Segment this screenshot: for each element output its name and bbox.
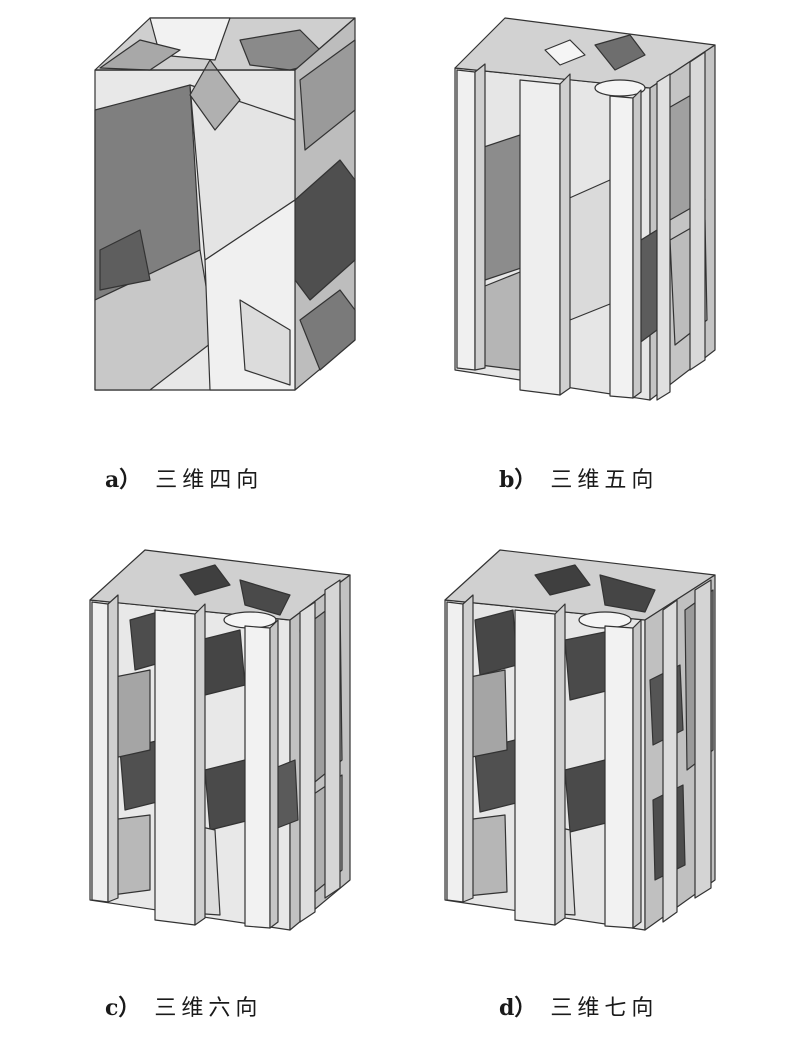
panel-d-label: 三维七向 [550, 996, 659, 1021]
panel-b-label: 三维五向 [550, 468, 659, 493]
panel-c: c） 三维六向 [0, 520, 395, 1037]
panel-d-tag: d） [499, 995, 537, 1021]
panel-b-tag: b） [499, 467, 537, 493]
panel-d: d） 三维七向 [395, 520, 791, 1037]
panel-a: a） 三维四向 [0, 0, 395, 520]
panel-a-tag: a） [105, 467, 142, 493]
panel-c-tag: c） [105, 995, 141, 1021]
panel-b-caption: b） 三维五向 [499, 462, 658, 494]
unit-cell-d-illustration [444, 549, 716, 931]
panel-c-label: 三维六向 [154, 996, 263, 1021]
panel-c-caption: c） 三维六向 [105, 990, 262, 1022]
unit-cell-b-illustration [454, 17, 716, 401]
unit-cell-a-illustration [94, 17, 356, 391]
panel-d-caption: d） 三维七向 [499, 990, 658, 1022]
unit-cell-c-illustration [89, 549, 351, 931]
panel-a-label: 三维四向 [155, 468, 264, 493]
panel-b: b） 三维五向 [395, 0, 791, 520]
panel-a-caption: a） 三维四向 [105, 462, 263, 494]
